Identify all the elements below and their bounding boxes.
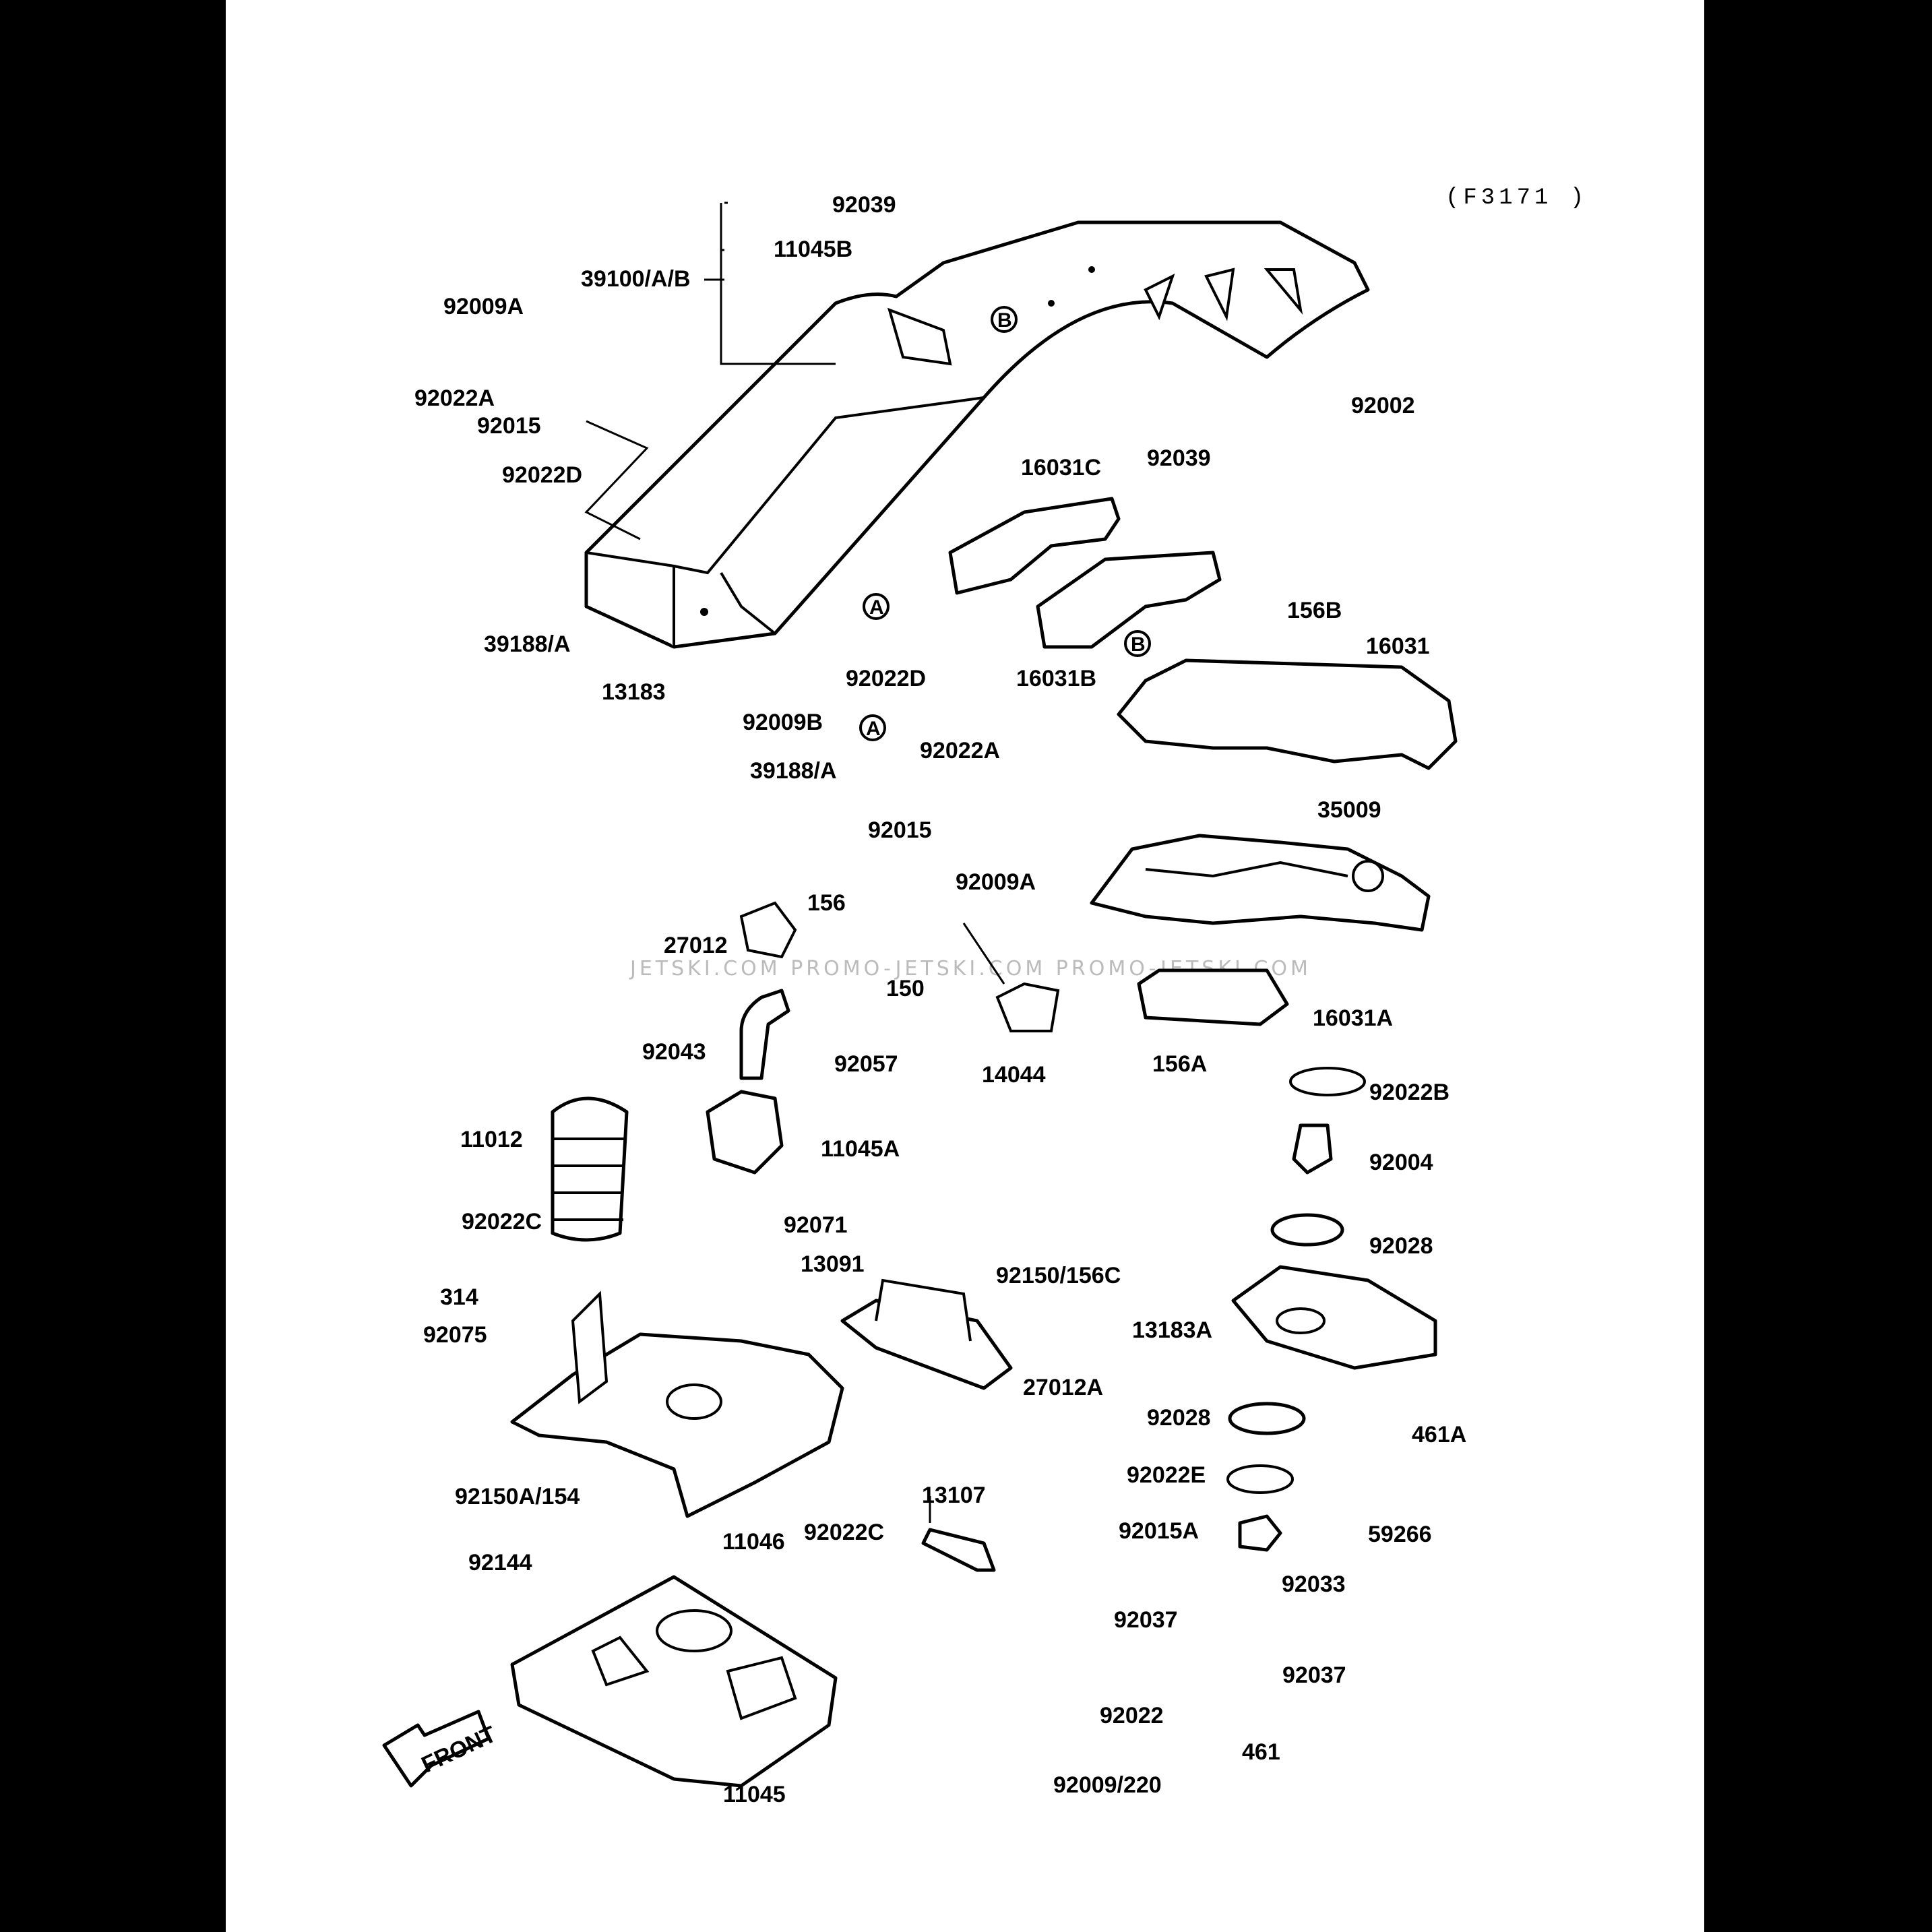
part-label: 92015 <box>868 817 932 843</box>
bracket-14044-part <box>995 982 1060 1032</box>
part-label: 39100/A/B <box>581 266 691 292</box>
part-label: 92022E <box>1127 1462 1206 1488</box>
part-label: 92015A <box>1119 1518 1199 1544</box>
part-label: 156 <box>807 890 846 916</box>
part-label: 150 <box>886 976 925 1001</box>
part-label: 11012 <box>460 1127 523 1152</box>
part-label: 13091 <box>801 1251 865 1277</box>
washer-92022b-part <box>1289 1067 1366 1096</box>
seal-92028-part <box>1270 1213 1344 1247</box>
part-label: 92057 <box>834 1051 898 1077</box>
part-label: 27012A <box>1023 1375 1103 1400</box>
ref-marker-b-text: B <box>997 309 1012 332</box>
block-16031a-part <box>1137 968 1289 1026</box>
ref-marker-a-text: A <box>869 596 884 619</box>
part-label: 13183 <box>602 679 666 705</box>
part-label: 16031B <box>1016 666 1096 691</box>
part-label: 59266 <box>1368 1522 1432 1547</box>
part-label: 11045A <box>821 1136 900 1162</box>
part-label: 92022C <box>462 1209 542 1235</box>
part-label: 16031C <box>1021 455 1101 480</box>
part-label: 92039 <box>832 192 896 218</box>
part-label: 92037 <box>1114 1607 1178 1633</box>
seal-92028-lower-part <box>1228 1402 1306 1435</box>
cover-16031b-part <box>1036 551 1222 649</box>
part-label: 92009B <box>743 710 823 735</box>
ref-marker-b-lower: B <box>1124 630 1151 657</box>
part-label: 16031A <box>1313 1005 1393 1031</box>
ref-marker-a: A <box>863 593 890 620</box>
front-direction-arrow: FRONT <box>382 1710 500 1788</box>
plate-13183a-part <box>1231 1265 1437 1370</box>
part-label: 13107 <box>922 1483 986 1508</box>
clamp-27012-part <box>739 901 797 959</box>
part-label: 92075 <box>423 1322 487 1348</box>
part-label: 92022 <box>1100 1703 1164 1728</box>
part-label: 92150/156C <box>996 1263 1121 1288</box>
part-label: 92015 <box>477 413 541 439</box>
part-label: 14044 <box>982 1062 1046 1088</box>
part-label: 156A <box>1152 1051 1207 1077</box>
part-label: 92071 <box>784 1212 848 1238</box>
nut-92015a-part <box>1238 1514 1282 1552</box>
part-label: 92043 <box>642 1039 706 1065</box>
part-label: 92022D <box>846 666 926 691</box>
nut-92004-part <box>1292 1123 1333 1175</box>
part-label: 92022A <box>920 738 1000 764</box>
part-label: 92022D <box>502 462 582 488</box>
part-label: 39188/A <box>484 631 571 657</box>
ref-marker-b-lower-text: B <box>1131 633 1146 656</box>
part-label: 11045 <box>723 1782 786 1807</box>
bolt-13107-part <box>921 1528 996 1572</box>
part-label: 35009 <box>1317 797 1381 823</box>
pipe-92043-part <box>739 989 790 1080</box>
part-label: 92028 <box>1147 1405 1211 1431</box>
cover-16031-part <box>1117 658 1458 770</box>
ref-marker-a-lower: A <box>859 714 886 741</box>
part-label: 156B <box>1287 598 1342 623</box>
part-label: 92022C <box>804 1520 884 1545</box>
part-labels: 92039 11045B 39100/A/B 92009A 92022A 920… <box>414 192 1466 1807</box>
parts-diagram-sheet: (F3171 ) JETSKI.COM PROMO-JETSKI.COM PRO… <box>226 0 1704 1932</box>
part-label: 92039 <box>1147 445 1211 471</box>
part-label: 16031 <box>1366 633 1430 659</box>
part-label: 461A <box>1412 1422 1466 1447</box>
part-label: 92004 <box>1369 1150 1433 1175</box>
part-label: 461 <box>1242 1739 1280 1765</box>
part-label: 92028 <box>1369 1233 1433 1259</box>
bracket-11045a-part <box>706 1090 784 1175</box>
upper-cover-part <box>584 220 1370 649</box>
housing-11046-part <box>510 1290 844 1518</box>
part-label: 27012 <box>664 933 728 958</box>
part-label: 39188/A <box>750 758 837 784</box>
part-label: 92002 <box>1351 393 1415 418</box>
exploded-parts-diagram: (F3171 ) JETSKI.COM PROMO-JETSKI.COM PRO… <box>382 185 1588 1807</box>
frame-35009-part <box>1090 834 1431 932</box>
part-label: 11046 <box>722 1529 785 1555</box>
part-label: 92150A/154 <box>455 1484 580 1509</box>
part-label: 92009A <box>956 869 1036 895</box>
part-label: 92144 <box>468 1550 532 1576</box>
boot-11012-part <box>551 1096 629 1242</box>
plate-11045-part <box>510 1575 838 1788</box>
part-label: 92022B <box>1369 1080 1450 1105</box>
ref-marker-a-lower-text: A <box>866 718 881 740</box>
ref-marker-b: B <box>991 306 1018 333</box>
part-label: 11045B <box>774 237 852 262</box>
part-label: 92037 <box>1282 1662 1346 1688</box>
cover-16031c-part <box>948 497 1121 595</box>
washer-92022e-part <box>1226 1464 1294 1494</box>
part-label: 92033 <box>1282 1571 1346 1597</box>
part-label: 92022A <box>414 385 495 411</box>
part-label: 314 <box>440 1284 478 1310</box>
part-label: 92009/220 <box>1053 1772 1162 1798</box>
part-label: 92009A <box>443 294 524 319</box>
handle-27012a-part <box>840 1278 1013 1390</box>
leader-lines <box>584 201 1005 1523</box>
part-label: 13183A <box>1132 1317 1212 1343</box>
figure-code: (F3171 ) <box>1445 185 1588 211</box>
